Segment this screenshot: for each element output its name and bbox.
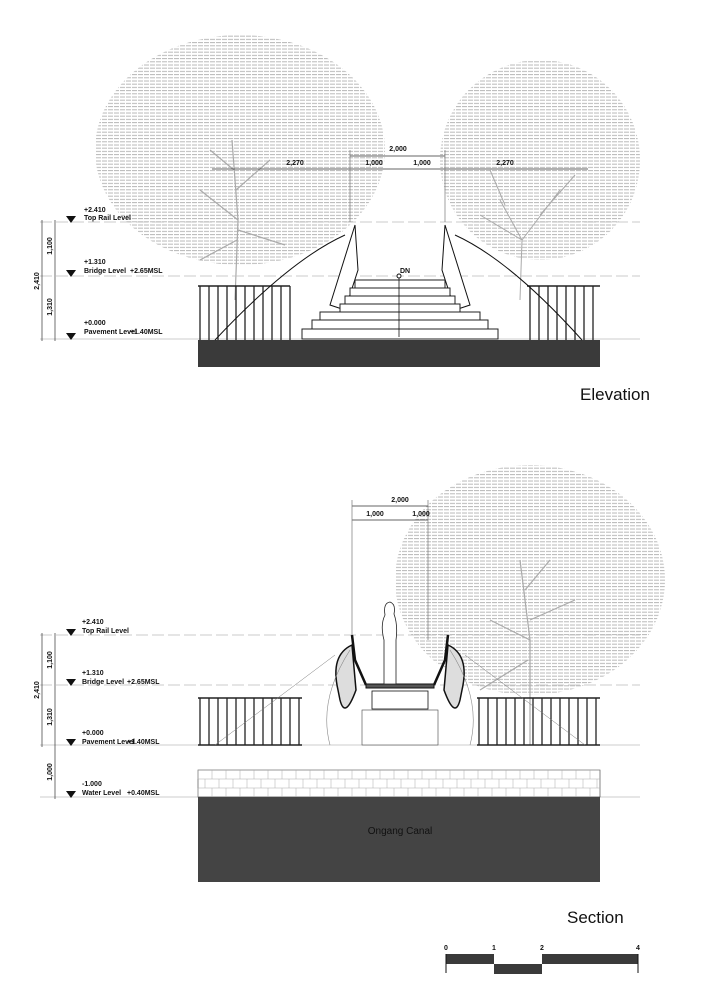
level-name: Bridge Level (82, 679, 124, 686)
scale-tick: 0 (444, 945, 448, 952)
elevation-drawing: 2,000 1,000 1,000 2,270 2,270 1,100 1,31… (34, 35, 640, 367)
vertical-dimensions (41, 633, 56, 799)
level-value: +0.000 (84, 320, 106, 327)
elevation-title: Elevation (580, 385, 650, 404)
brick-wall (197, 769, 601, 798)
tree-canopy-right (440, 60, 640, 260)
scale-tick: 1 (492, 945, 496, 952)
level-value: +1.310 (84, 259, 106, 266)
dim-upper: 1,100 (47, 237, 54, 255)
canal-water (198, 797, 600, 882)
level-markers (66, 216, 76, 340)
dim-upper: 1,100 (47, 651, 54, 669)
level-name: Bridge Level (84, 268, 126, 275)
ground-block (198, 340, 600, 367)
level-msl: +0.40MSL (127, 790, 160, 797)
dim-left-half: 1,000 (366, 511, 384, 518)
level-name: Top Rail Level (82, 628, 129, 635)
level-markers (66, 629, 76, 798)
dim-left-side: 2,270 (286, 160, 304, 167)
dim-total-vertical: 2,410 (34, 681, 41, 699)
level-value: +2.410 (84, 207, 106, 214)
canal-label: Ongang Canal (368, 826, 433, 837)
dim-total: 2,000 (389, 146, 407, 153)
fence-left (198, 697, 302, 746)
dim-left-half: 1,000 (365, 160, 383, 167)
fence-left (198, 285, 291, 340)
dim-right-side: 2,270 (496, 160, 514, 167)
tree-trunk-left (199, 139, 286, 301)
level-value: -1.000 (82, 781, 102, 788)
fence-right (477, 697, 600, 746)
level-msl: +1.40MSL (130, 329, 163, 336)
level-name: Pavement Level (84, 329, 137, 336)
tree-trunk-section (479, 559, 576, 745)
level-msl: +2.65MSL (130, 268, 163, 275)
brick-joints (197, 769, 600, 797)
horizontal-dimensions (351, 500, 429, 640)
dim-right-half: 1,000 (412, 511, 430, 518)
level-msl: +1.40MSL (127, 739, 160, 746)
dn-arrow-origin (396, 273, 402, 279)
dim-lower: 1,000 (47, 763, 54, 781)
scale-tick: 2 (540, 945, 544, 952)
tree-canopy-section (395, 465, 665, 695)
dim-lower: 1,310 (47, 298, 54, 316)
tree-canopy-left (95, 35, 385, 265)
dim-middle: 1,310 (47, 708, 54, 726)
person-silhouette (381, 601, 398, 685)
stairs (301, 279, 499, 340)
dim-right-half: 1,000 (413, 160, 431, 167)
level-name: Water Level (82, 790, 121, 797)
fence-right (527, 285, 600, 340)
level-value: +2.410 (82, 619, 104, 626)
scale-tick: 4 (636, 945, 640, 952)
horizontal-dimensions (212, 150, 588, 222)
level-value: +1.310 (82, 670, 104, 677)
section-title: Section (567, 908, 624, 927)
level-name: Pavement Level (82, 739, 135, 746)
dim-total: 2,000 (391, 497, 409, 504)
section-drawing: 2,000 1,000 1,000 1,100 1,310 1,000 2,41… (34, 465, 665, 882)
tree-trunk-right (479, 169, 576, 301)
level-value: +0.000 (82, 730, 104, 737)
vertical-dimensions (41, 220, 56, 341)
level-msl: +2.65MSL (127, 679, 160, 686)
stair-label: DN (400, 268, 410, 275)
level-name: Top Rail Level (84, 215, 131, 222)
scale-bar: 0 1 2 4 (444, 945, 640, 974)
bridge-section (214, 634, 586, 746)
dim-total-vertical: 2,410 (34, 272, 41, 290)
